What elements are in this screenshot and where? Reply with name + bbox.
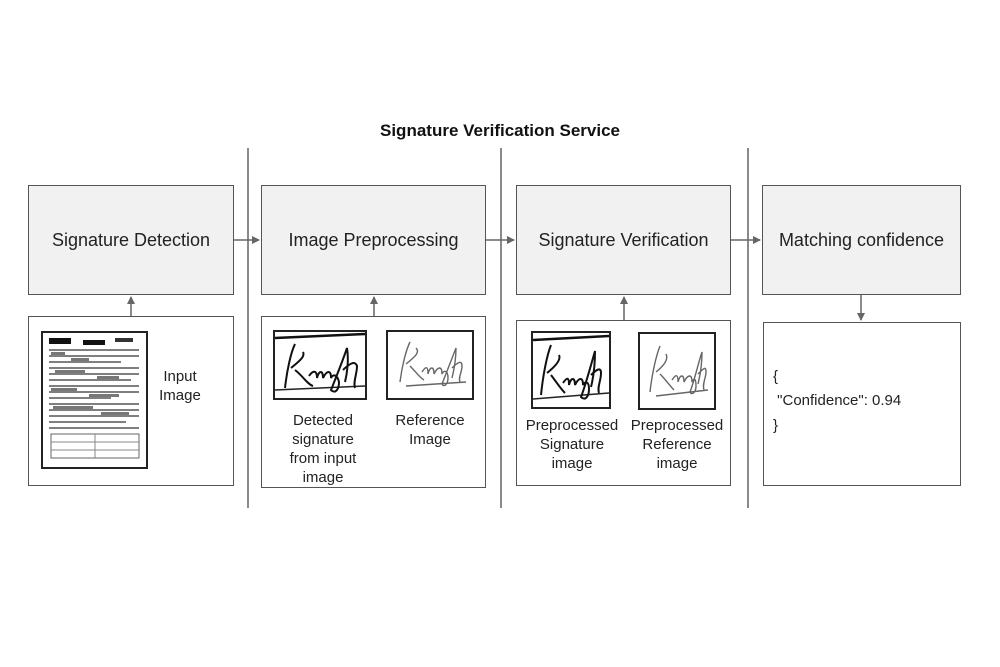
detected-signature-caption: Detected signature from input image — [289, 412, 357, 486]
preprocessed-signature-caption: Preprocessed Signature image — [525, 417, 619, 472]
preprocessed-signature-thumbnail — [531, 331, 611, 409]
confidence-json-close: } — [773, 417, 779, 434]
stage-label: Signature Verification — [538, 229, 709, 250]
divider-2 — [500, 148, 502, 508]
stage-signature-verification: Signature Verification — [516, 185, 731, 295]
detected-signature-thumbnail — [273, 330, 367, 400]
preprocessed-reference-caption: Preprocessed Reference image — [630, 417, 724, 472]
reference-signature-thumbnail — [386, 330, 474, 400]
document-thumbnail — [41, 331, 148, 469]
stage-matching-confidence: Matching confidence — [762, 185, 961, 295]
confidence-json-line: "Confidence": 0.94 — [773, 392, 902, 409]
diagram-title: Signature Verification Service — [380, 121, 620, 140]
reference-image-caption: Reference Image — [395, 412, 465, 448]
stage-signature-detection: Signature Detection — [28, 185, 234, 295]
output-box-confidence — [763, 322, 961, 486]
stage-label: Signature Detection — [51, 229, 211, 250]
stage-label: Image Preprocessing — [288, 229, 459, 250]
confidence-json-open: { — [773, 368, 779, 385]
stage-label: Matching confidence — [778, 229, 945, 250]
divider-3 — [747, 148, 749, 508]
input-image-caption: Input Image — [159, 368, 201, 404]
divider-1 — [247, 148, 249, 508]
preprocessed-reference-thumbnail — [638, 332, 716, 410]
stage-image-preprocessing: Image Preprocessing — [261, 185, 486, 295]
